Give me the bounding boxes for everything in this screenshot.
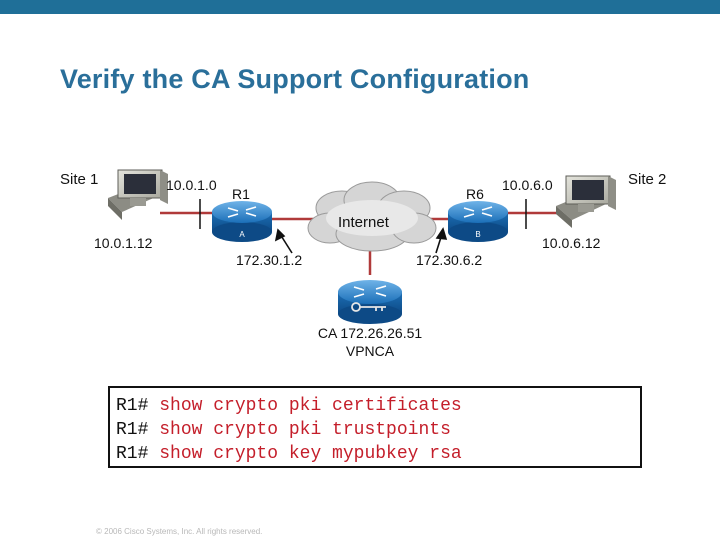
top-banner xyxy=(0,0,720,14)
command-prompt: R1# xyxy=(116,396,149,416)
router-r1-icon: A xyxy=(212,201,272,242)
command-text: show crypto key mypubkey rsa xyxy=(159,444,462,464)
site1-network-label: 10.0.1.0 xyxy=(166,177,217,193)
r1-wan-ip-label: 172.30.1.2 xyxy=(236,252,302,268)
site1-label: Site 1 xyxy=(60,171,98,188)
site2-host-ip-label: 10.0.6.12 xyxy=(542,235,601,251)
copyright-footer: © 2006 Cisco Systems, Inc. All rights re… xyxy=(96,527,263,536)
ca-address-label: CA 172.26.26.51 xyxy=(318,325,423,341)
router-r6-icon: B xyxy=(448,201,508,242)
command-text: show crypto pki trustpoints xyxy=(159,420,451,440)
r1-badge: A xyxy=(239,230,245,239)
command-prompt: R1# xyxy=(116,420,149,440)
slide-title: Verify the CA Support Configuration xyxy=(60,64,530,94)
wan-ip-arrows xyxy=(274,227,448,254)
site1-host-ip-label: 10.0.1.12 xyxy=(94,235,153,251)
r6-wan-ip-label: 172.30.6.2 xyxy=(416,252,482,268)
command-line: R1# show crypto pki certificates xyxy=(116,394,640,418)
ca-server-key-icon xyxy=(338,280,402,324)
site2-workstation-icon xyxy=(556,175,616,228)
internet-cloud-icon xyxy=(307,181,437,252)
site2-label: Site 2 xyxy=(628,171,666,188)
internet-label: Internet xyxy=(338,214,390,231)
r1-label: R1 xyxy=(232,186,250,202)
command-line: R1# show crypto pki trustpoints xyxy=(116,418,640,442)
command-box: R1# show crypto pki certificates R1# sho… xyxy=(108,386,642,468)
command-text: show crypto pki certificates xyxy=(159,396,462,416)
network-links xyxy=(160,211,558,275)
ca-name-label: VPNCA xyxy=(346,343,395,359)
command-prompt: R1# xyxy=(116,444,149,464)
r6-label: R6 xyxy=(466,186,484,202)
site1-workstation-icon xyxy=(108,169,168,220)
site2-network-label: 10.0.6.0 xyxy=(502,177,553,193)
r6-badge: B xyxy=(475,230,480,239)
lan-segment-markers xyxy=(199,199,527,229)
command-line: R1# show crypto key mypubkey rsa xyxy=(116,442,640,466)
